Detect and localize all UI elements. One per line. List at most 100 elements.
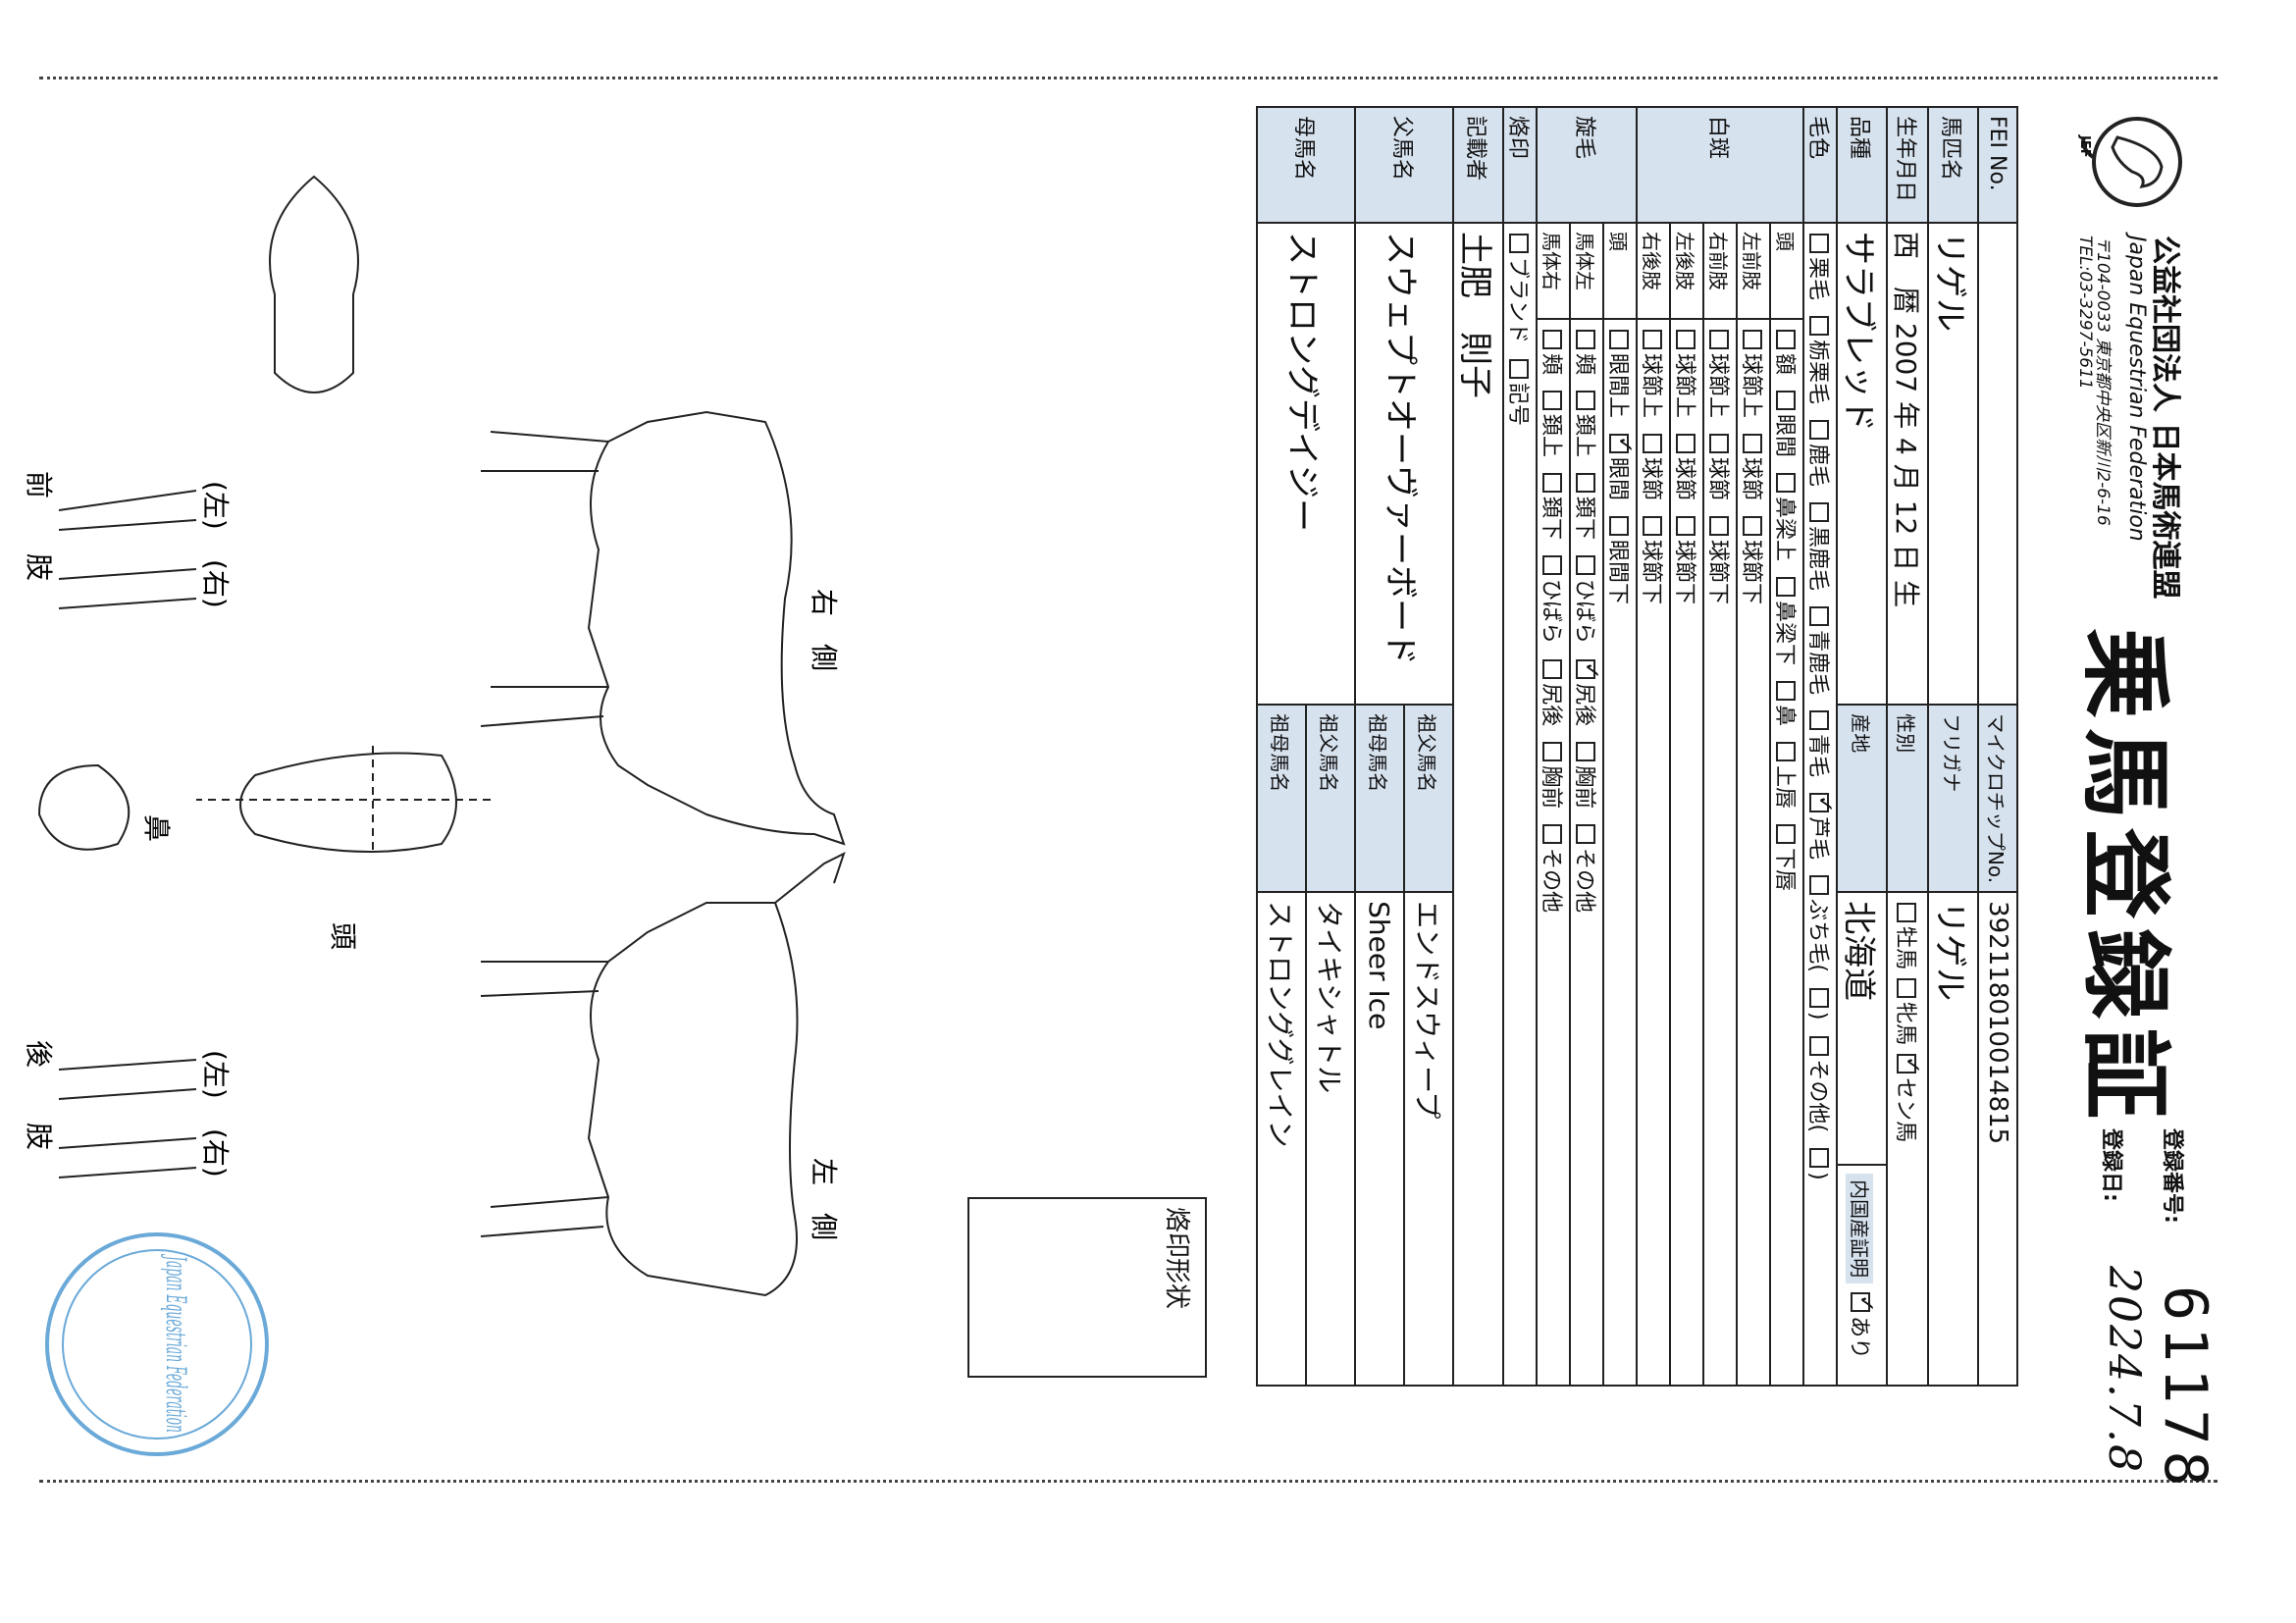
coat-checkbox-1[interactable]: [1809, 316, 1829, 337]
whorl-body-right-checkbox-5[interactable]: [1542, 742, 1562, 762]
whorl-body-right-option-1: 頚上: [1539, 414, 1563, 458]
white-head-option-0: 額: [1772, 353, 1797, 376]
whorl-body-right-checkbox-1[interactable]: [1542, 391, 1562, 411]
white-leg-3-checkbox-2[interactable]: [1643, 516, 1662, 537]
white-leg-1-checkbox-2[interactable]: [1709, 516, 1729, 537]
sire-label: 父馬名: [1355, 107, 1453, 223]
left-side-horse-outline: [587, 852, 846, 1297]
white-leg-2-checkbox-0[interactable]: [1676, 330, 1696, 349]
coat-checkbox-2[interactable]: [1809, 420, 1829, 441]
whorl-body-left-checkbox-1[interactable]: [1576, 391, 1595, 411]
registration-date-label: 登録日:: [2099, 1128, 2123, 1202]
coat-options: 栗毛栃栗毛鹿毛黒鹿毛青鹿毛青毛芦毛ぶち毛()その他(): [1803, 223, 1837, 1386]
cert-cell: 内国産証明 あり: [1837, 1165, 1887, 1386]
white-lh-options: 球節上球節球節下: [1670, 319, 1703, 1386]
whorl-body-left-checkbox-4[interactable]: [1576, 659, 1595, 680]
white-leg-2-checkbox-2[interactable]: [1676, 516, 1696, 537]
white-leg-3-checkbox-1[interactable]: [1643, 434, 1662, 454]
whorl-head-checkbox-0[interactable]: [1609, 330, 1629, 349]
sex-checkbox-0[interactable]: [1897, 903, 1916, 923]
white-leg-0-checkbox-1[interactable]: [1743, 434, 1762, 454]
whorl-body-right-checkbox-4[interactable]: [1542, 659, 1562, 680]
white-head-checkbox-6[interactable]: [1776, 824, 1796, 845]
white-leg-1-checkbox-0[interactable]: [1709, 330, 1729, 349]
white-leg-1-option-1: 球節: [1705, 457, 1730, 501]
whorl-body-right-option-2: 頚下: [1539, 497, 1563, 541]
whorl-body-right-option-6: その他: [1539, 848, 1563, 914]
whorl-body-right-checkbox-2[interactable]: [1542, 473, 1562, 494]
brand-shape-label: 烙印形状: [1162, 1207, 1191, 1310]
white-head-options: 額眼間鼻梁上鼻梁下鼻上唇下唇: [1770, 319, 1803, 1386]
white-lh-label: 左後肢: [1670, 223, 1703, 319]
white-head-checkbox-4[interactable]: [1776, 681, 1796, 702]
top-view-outline: [269, 175, 359, 393]
white-head-checkbox-1[interactable]: [1776, 391, 1796, 411]
furigana-label: フリガナ: [1928, 705, 1978, 893]
whorl-label: 旋毛: [1537, 107, 1637, 223]
white-leg-0-checkbox-0[interactable]: [1743, 330, 1762, 349]
white-head-option-1: 眼間: [1772, 414, 1797, 458]
white-head-checkbox-2[interactable]: [1776, 473, 1796, 494]
coat-checkbox-10[interactable]: [1809, 1148, 1829, 1169]
birth-month: 4: [1890, 438, 1922, 455]
coat-checkbox-4[interactable]: [1809, 606, 1829, 627]
whorl-body-left-option-4: 尻後: [1572, 683, 1596, 727]
brand-checkbox-1[interactable]: [1509, 359, 1529, 380]
coat-checkbox-9[interactable]: [1809, 1035, 1829, 1056]
sex-checkbox-1[interactable]: [1897, 978, 1916, 999]
whorl-body-right-checkbox-0[interactable]: [1542, 330, 1562, 349]
white-leg-2-checkbox-1[interactable]: [1676, 434, 1696, 454]
coat-checkbox-5[interactable]: [1809, 710, 1829, 731]
coat-checkbox-3[interactable]: [1809, 502, 1829, 523]
sire-sire-label: 祖父馬名: [1404, 705, 1453, 893]
whorl-body-left-label: 馬体左: [1570, 223, 1603, 319]
birth-day-unit: 日: [1890, 544, 1922, 572]
whorl-body-left-checkbox-0[interactable]: [1576, 330, 1595, 349]
sex-label: 性別: [1887, 705, 1928, 893]
sire-value: スウェプトオーヴァーボード: [1355, 223, 1453, 706]
white-leg-0-checkbox-2[interactable]: [1743, 516, 1762, 537]
breed-label: 品種: [1837, 107, 1887, 223]
whorl-body-left-checkbox-6[interactable]: [1576, 824, 1595, 845]
whorl-body-right-checkbox-3[interactable]: [1542, 555, 1562, 576]
white-head-checkbox-5[interactable]: [1776, 742, 1796, 762]
whorl-body-right-checkbox-6[interactable]: [1542, 824, 1562, 845]
microchip-label: マイクロチップNo.: [1978, 705, 2017, 893]
white-head-checkbox-0[interactable]: [1776, 330, 1796, 349]
whorl-body-right-option-4: 尻後: [1539, 683, 1563, 727]
white-leg-3-option-0: 球節上: [1639, 353, 1663, 419]
coat-checkbox-6[interactable]: [1809, 793, 1829, 813]
brand-checkbox-0[interactable]: [1509, 234, 1529, 253]
coat-checkbox-7[interactable]: [1809, 875, 1829, 896]
cert-checkbox[interactable]: [1851, 1292, 1871, 1313]
sex-options: 牡馬 牝馬 セン馬: [1887, 892, 1928, 1386]
white-head-checkbox-3[interactable]: [1776, 577, 1796, 598]
cert-value: あり: [1847, 1316, 1872, 1360]
whorl-body-left-checkbox-5[interactable]: [1576, 742, 1595, 762]
sex-checkbox-2[interactable]: [1897, 1054, 1916, 1074]
whorl-body-left-option-6: その他: [1572, 848, 1596, 914]
front-leg-left-outline: [58, 490, 197, 531]
registration-number: 61178: [2151, 1285, 2219, 1492]
coat-checkbox-0[interactable]: [1809, 234, 1829, 253]
sex-option-1: 牝馬: [1893, 1002, 1917, 1046]
white-leg-1-checkbox-1[interactable]: [1709, 434, 1729, 454]
whorl-body-left-option-1: 頚上: [1572, 414, 1596, 458]
birth-date: 西 暦 2007 年 4 月 12 日 生: [1887, 223, 1928, 706]
whorl-head-checkbox-1[interactable]: [1609, 434, 1629, 454]
white-rf-label: 右前肢: [1703, 223, 1737, 319]
coat-checkbox-8[interactable]: [1809, 987, 1829, 1008]
sire-dam-value: Sheer Ice: [1355, 892, 1404, 1386]
whorl-head-checkbox-2[interactable]: [1609, 516, 1629, 537]
coat-option-3: 黒鹿毛: [1805, 526, 1830, 592]
head-front-outline: [239, 752, 457, 853]
white-leg-0-option-2: 球節下: [1739, 540, 1763, 605]
whorl-body-left-checkbox-3[interactable]: [1576, 555, 1595, 576]
white-leg-3-checkbox-0[interactable]: [1643, 330, 1662, 349]
sex-option-0: 牡馬: [1893, 926, 1917, 970]
white-head-label: 頭: [1770, 223, 1803, 319]
whorl-body-left-checkbox-2[interactable]: [1576, 473, 1595, 494]
front-leg-right-outline: [58, 568, 197, 609]
whorl-body-right-option-3: ひばら: [1539, 579, 1563, 645]
